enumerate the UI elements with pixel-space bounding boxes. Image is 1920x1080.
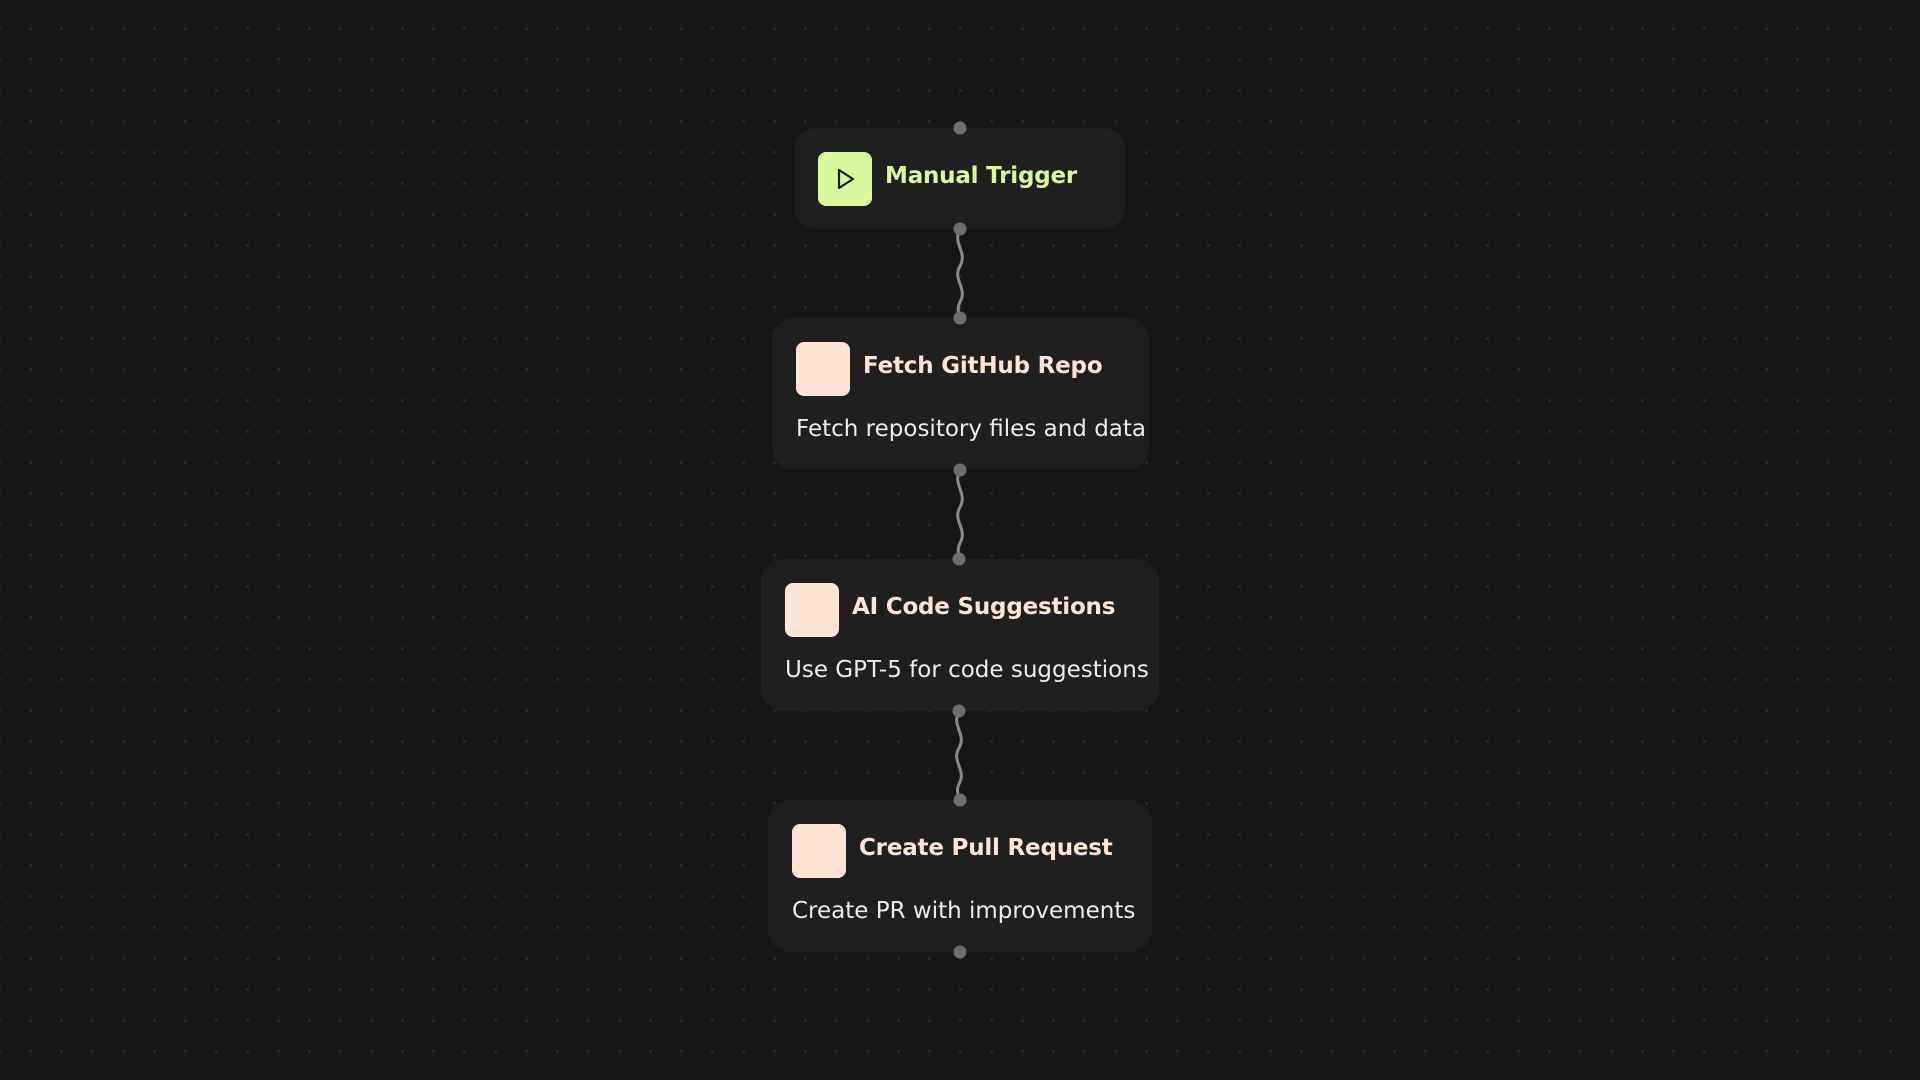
node-fetch-github-repo[interactable]: Fetch GitHub Repo Fetch repository files… bbox=[772, 318, 1149, 470]
blank-icon bbox=[785, 583, 839, 637]
blank-icon bbox=[792, 824, 846, 878]
play-icon-glyph bbox=[837, 168, 855, 190]
output-handle[interactable] bbox=[952, 704, 966, 718]
node-description: Use GPT-5 for code suggestions bbox=[785, 657, 1149, 683]
node-description: Create PR with improvements bbox=[792, 898, 1136, 924]
input-handle[interactable] bbox=[952, 552, 966, 566]
node-manual-trigger[interactable]: Manual Trigger bbox=[794, 128, 1125, 229]
input-handle[interactable] bbox=[953, 121, 967, 135]
input-handle[interactable] bbox=[953, 793, 967, 807]
node-title: Manual Trigger bbox=[885, 163, 1078, 189]
play-icon bbox=[818, 152, 872, 206]
node-description: Fetch repository files and data bbox=[796, 416, 1146, 442]
edge-connector[interactable] bbox=[956, 468, 964, 561]
output-handle[interactable] bbox=[953, 945, 967, 959]
blank-icon bbox=[796, 342, 850, 396]
node-title: Create Pull Request bbox=[859, 835, 1113, 861]
output-handle[interactable] bbox=[953, 463, 967, 477]
node-create-pull-request[interactable]: Create Pull Request Create PR with impro… bbox=[768, 800, 1152, 952]
edge-connector[interactable] bbox=[956, 227, 964, 320]
node-title: Fetch GitHub Repo bbox=[863, 353, 1103, 379]
output-handle[interactable] bbox=[953, 222, 967, 236]
input-handle[interactable] bbox=[953, 311, 967, 325]
edge-connector[interactable] bbox=[955, 709, 963, 802]
node-title: AI Code Suggestions bbox=[852, 594, 1116, 620]
node-ai-code-suggestions[interactable]: AI Code Suggestions Use GPT-5 for code s… bbox=[761, 559, 1159, 711]
